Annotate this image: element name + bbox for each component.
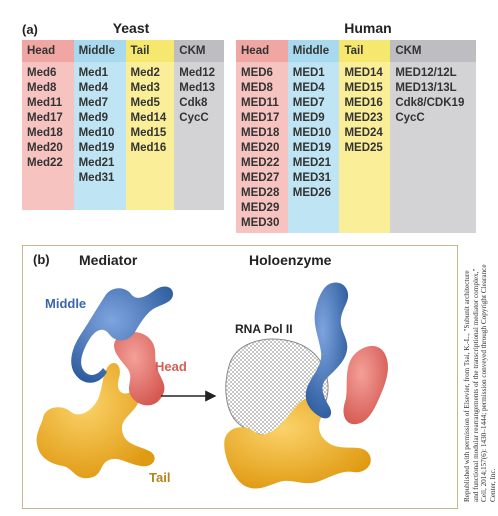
subunit-item: MED28 [241, 187, 280, 199]
subunit-item: MED9 [292, 112, 325, 124]
subunit-item: MED27 [241, 172, 280, 184]
subunit-item: MED13/13L [395, 82, 457, 94]
subunit-item: MED8 [241, 82, 273, 94]
subunit-item: MED4 [292, 82, 325, 94]
panel-b-structures: (b) Mediator Holoenzyme [22, 245, 458, 509]
subunit-item: Med4 [78, 82, 108, 94]
subunit-item: MED1 [292, 67, 325, 79]
yeast-title: Yeast [112, 20, 150, 36]
subunit-item: MED21 [292, 157, 332, 169]
subunit-item: MED7 [292, 97, 325, 109]
subunit-item: Med16 [130, 142, 167, 154]
subunit-item: Med19 [78, 142, 115, 154]
subunit-item: CycC [395, 112, 425, 124]
mediator-tail-density [36, 363, 155, 479]
subunit-item: MED22 [241, 157, 280, 169]
subunit-item: MED19 [292, 142, 332, 154]
subunit-item: Med8 [27, 82, 57, 94]
subunit-item: Med7 [78, 97, 108, 109]
human-header-middle: Middle [287, 40, 340, 62]
subunit-item: MED17 [241, 112, 280, 124]
subunit-item: MED6 [241, 67, 273, 79]
subunit-item: MED25 [344, 142, 383, 154]
label-middle: Middle [45, 296, 87, 311]
human-header-head: Head [236, 40, 288, 62]
subunit-item: Med31 [78, 172, 115, 184]
holoenzyme-tail-density [224, 395, 371, 489]
subunit-item: MED29 [241, 202, 280, 214]
subunit-item: Med22 [27, 157, 63, 169]
holoenzyme-middle-density [305, 282, 349, 419]
subunit-item: Med20 [27, 142, 63, 154]
subunit-item: MED31 [292, 172, 332, 184]
yeast-header-tail: Tail [125, 40, 175, 62]
label-rna-pol-ii: RNA Pol II [235, 322, 293, 336]
subunit-item: MED30 [241, 217, 280, 229]
yeast-header-ckm: CKM [174, 40, 224, 62]
subunit-item: Med17 [27, 112, 63, 124]
subunit-item: MED20 [241, 142, 280, 154]
subunit-item: CycC [179, 112, 209, 124]
holoenzyme-title: Holoenzyme [249, 252, 332, 268]
mediator-model [36, 286, 173, 479]
subunit-item: Med10 [78, 127, 115, 139]
subunit-item: MED23 [344, 112, 383, 124]
subunit-item: MED16 [344, 97, 383, 109]
subunit-item: MED18 [241, 127, 280, 139]
holoenzyme-head-density [343, 345, 388, 425]
mediator-head-density [114, 332, 165, 406]
subunit-item: Med18 [27, 127, 63, 139]
holoenzyme-model [224, 282, 388, 489]
subunit-item: Med14 [130, 112, 167, 124]
panel-b-label: (b) [33, 252, 50, 267]
subunit-item: Med12 [179, 67, 216, 79]
subunit-item: Med15 [130, 127, 167, 139]
subunit-item: Med1 [78, 67, 108, 79]
subunit-item: Med6 [27, 67, 57, 79]
subunit-item: Med2 [130, 67, 160, 79]
label-tail: Tail [149, 470, 171, 485]
subunit-item: Med13 [179, 82, 216, 94]
subunit-item: MED10 [292, 127, 332, 139]
subunit-item: MED24 [344, 127, 383, 139]
subunit-item: Med9 [78, 112, 108, 124]
mediator-title: Mediator [79, 252, 138, 268]
subunit-item: MED14 [344, 67, 383, 79]
subunit-item: MED12/12L [395, 67, 457, 79]
subunit-item: Med11 [27, 97, 63, 109]
subunit-item: MED26 [292, 187, 332, 199]
label-head: Head [155, 359, 187, 374]
yeast-header-middle: Middle [73, 40, 126, 62]
credit-text: Republished with permission of Elsevier,… [463, 264, 497, 502]
human-title: Human [344, 20, 392, 36]
subunit-item: MED11 [241, 97, 279, 109]
panel-a-label: (a) [22, 22, 38, 37]
structure-illustration [36, 282, 388, 489]
subunit-item: Med21 [78, 157, 115, 169]
subunit-item: Med5 [130, 97, 160, 109]
yeast-header-head: Head [22, 40, 74, 62]
subunit-item: Cdk8/CDK19 [395, 97, 465, 109]
subunit-item: MED15 [344, 82, 383, 94]
copyright-credit: Republished with permission of Elsevier,… [463, 262, 497, 502]
subunit-item: Cdk8 [179, 97, 208, 109]
human-header-ckm: CKM [390, 40, 476, 62]
subunit-item: Med3 [130, 82, 160, 94]
mediator-middle-density [71, 286, 173, 383]
human-header-tail: Tail [339, 40, 391, 62]
